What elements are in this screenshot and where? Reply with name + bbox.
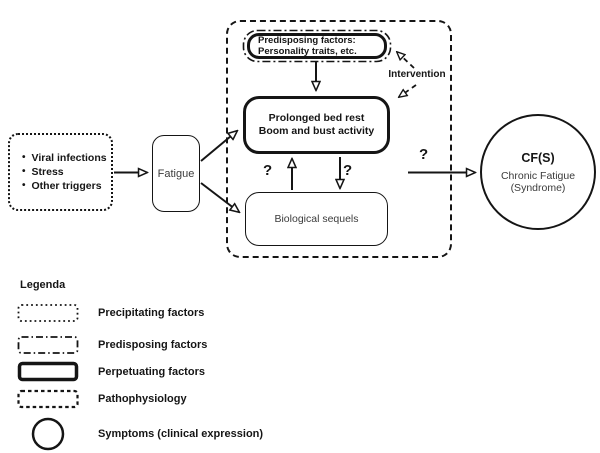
- dotted-rect-swatch-icon: [17, 303, 79, 323]
- intervention-label: Intervention: [388, 69, 446, 80]
- circle-swatch-icon: [17, 417, 79, 451]
- trigger-item-label: Stress: [31, 166, 64, 178]
- perpetuating-line2: Boom and bust activity: [258, 125, 375, 137]
- perpetuating-factors-box: Prolonged bed rest Boom and bust activit…: [243, 96, 390, 154]
- trigger-item: Viral infections: [22, 152, 111, 164]
- legend-label: Perpetuating factors: [98, 365, 205, 378]
- legend-label: Predisposing factors: [98, 339, 208, 351]
- question-mark-biological-to-perpetuating: ?: [263, 162, 273, 179]
- legend-item-pathophysiology: Pathophysiology: [17, 389, 187, 409]
- cfs-symptoms-circle: CF(S) Chronic Fatigue (Syndrome): [480, 114, 596, 230]
- fatigue-label: Fatigue: [157, 167, 195, 180]
- predisposing-factors-box: Predisposing factors: Personality traits…: [247, 33, 387, 59]
- cfs-title: CF(S): [521, 150, 555, 165]
- legend-item-symptoms: Symptoms (clinical expression): [17, 417, 263, 451]
- legend-label: Pathophysiology: [98, 393, 187, 405]
- legend-item-perpetuating: Perpetuating factors: [17, 361, 205, 382]
- perpetuating-line1: Prolonged bed rest: [268, 112, 365, 124]
- cfs-subtitle-line2: (Syndrome): [510, 181, 566, 194]
- precipitating-factors-box: Viral infections Stress Other triggers: [8, 133, 113, 211]
- trigger-item: Other triggers: [22, 180, 111, 192]
- legend-title: Legenda: [20, 279, 66, 291]
- dashed-rect-swatch-icon: [17, 389, 79, 409]
- dashdot-rect-swatch-icon: [17, 335, 79, 355]
- biological-sequels-label: Biological sequels: [274, 213, 359, 225]
- predisposing-line1: Predisposing factors:: [258, 35, 356, 46]
- question-mark-pathway-to-cfs: ?: [419, 146, 429, 163]
- trigger-item-label: Other triggers: [31, 180, 102, 192]
- legend-label: Symptoms (clinical expression): [98, 428, 264, 440]
- legend-item-predisposing: Predisposing factors: [17, 335, 207, 355]
- biological-sequels-box: Biological sequels: [245, 192, 388, 246]
- thick-rect-swatch-icon: [17, 361, 79, 382]
- cfs-subtitle-line1: Chronic Fatigue: [500, 169, 576, 182]
- trigger-item-label: Viral infections: [31, 152, 107, 164]
- legend-label: Precipitating factors: [98, 307, 205, 319]
- predisposing-line2: Personality traits, etc.: [258, 46, 357, 57]
- trigger-item: Stress: [22, 166, 111, 178]
- legend-item-precipitating: Precipitating factors: [17, 303, 204, 323]
- fatigue-box: Fatigue: [152, 135, 200, 212]
- question-mark-perpetuating-to-biological: ?: [343, 162, 353, 179]
